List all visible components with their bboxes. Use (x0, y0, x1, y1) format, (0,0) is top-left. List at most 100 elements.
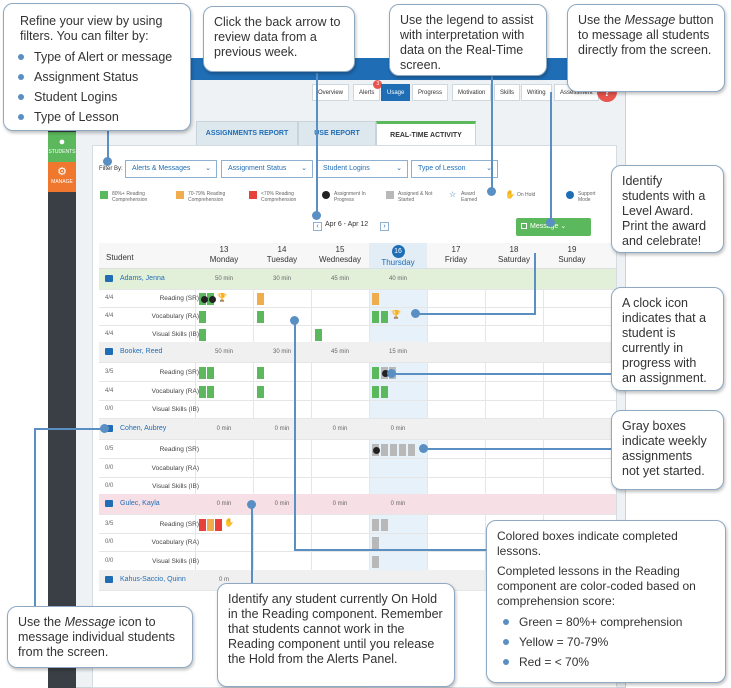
lesson-box[interactable] (199, 367, 206, 379)
tab-use-report[interactable]: USE REPORT (298, 121, 376, 145)
minutes-value: 0 m (218, 577, 229, 583)
lesson-box[interactable] (372, 293, 379, 305)
lesson-box[interactable] (199, 311, 206, 323)
forward-arrow-button[interactable]: › (380, 222, 389, 231)
callout-filter-item: Assignment Status (12, 67, 182, 87)
sidebar-item-manage[interactable]: ⚙ MANAGE (48, 162, 76, 192)
callout-filter-item: Type of Alert or message (12, 47, 182, 67)
callout-filter-item: Student Logins (12, 87, 182, 107)
lesson-box[interactable] (381, 519, 388, 531)
back-arrow-button[interactable]: ‹ (313, 222, 322, 231)
callout-dot (290, 316, 299, 325)
minutes-value: 0 min (216, 426, 232, 432)
student-name-link[interactable]: Kahus-Saccio, Quinn (120, 576, 186, 583)
component-label: Reading (SR) (159, 521, 199, 528)
callout-connector (491, 76, 493, 192)
lesson-box[interactable] (199, 329, 206, 341)
assignment-count: 0/0 (105, 483, 114, 489)
lesson-box[interactable] (381, 386, 388, 398)
nav-overview[interactable]: Overview (312, 84, 350, 101)
lesson-box[interactable] (215, 519, 222, 531)
message-student-icon[interactable] (105, 500, 113, 507)
filter-type-of-lesson[interactable]: Type of Lesson ⌄ (411, 160, 498, 178)
hand-icon: ✋ (505, 190, 515, 199)
lesson-box[interactable] (408, 444, 415, 456)
message-student-icon[interactable] (105, 348, 113, 355)
lesson-box[interactable] (399, 444, 406, 456)
sidebar-item-students[interactable]: ● STUDENTS (48, 132, 76, 162)
student-name-link[interactable]: Cohen, Aubrey (120, 425, 167, 432)
callout-connector (294, 320, 296, 550)
chevron-down-icon: ⌄ (486, 165, 492, 172)
filter-student-logins[interactable]: Student Logins⌄ (316, 160, 408, 178)
nav-writing[interactable]: Writing (521, 84, 552, 101)
nav-progress[interactable]: Progress (412, 84, 449, 101)
minutes-value: 0 min (274, 501, 290, 507)
component-label: Vocabulary (RA) (151, 539, 199, 546)
lesson-box[interactable] (207, 519, 214, 531)
tab-assignments-report[interactable]: ASSIGNMENTS REPORT (196, 121, 298, 145)
lesson-box[interactable] (381, 444, 388, 456)
message-all-button[interactable]: Message ⌄ (516, 218, 591, 236)
lesson-box[interactable] (207, 386, 214, 398)
hand-icon: ✋ (224, 518, 234, 527)
callout-colored-p2: Completed lessons in the Reading compone… (497, 564, 696, 608)
callout-dot (247, 500, 256, 509)
callout-colored-p1: Colored boxes indicate completed lessons… (497, 529, 678, 558)
lesson-box[interactable] (199, 386, 206, 398)
message-button-label: Message (530, 223, 559, 230)
lesson-box[interactable] (372, 311, 379, 323)
message-student-icon[interactable] (105, 425, 113, 432)
nav-skills[interactable]: Skills (494, 84, 521, 101)
day-number: 14 (277, 245, 287, 254)
callout-gray-boxes: Gray boxes indicate weekly assignments n… (611, 410, 724, 490)
tab-real-time-activity[interactable]: REAL-TIME ACTIVITY (376, 121, 476, 145)
lesson-box[interactable] (372, 556, 379, 568)
lesson-box[interactable] (257, 311, 264, 323)
student-name-link[interactable]: Adams, Jenna (120, 275, 165, 282)
lesson-box[interactable] (372, 519, 379, 531)
lesson-box[interactable] (372, 367, 379, 379)
lesson-box[interactable] (372, 386, 379, 398)
filter-lesson-label: Type of Lesson (418, 165, 466, 172)
trophy-icon: ☆ (449, 190, 457, 199)
chevron-down-icon: ⌄ (205, 165, 211, 172)
chevron-down-icon: ⌄ (301, 165, 307, 172)
sidebar-manage-label: MANAGE (51, 179, 73, 185)
filter-logins-label: Student Logins (323, 165, 370, 172)
callout-colored-item: Red = < 70% (497, 652, 715, 672)
minutes-value: 30 min (272, 349, 291, 355)
sidebar: ● STUDENTS ⚙ MANAGE (48, 58, 76, 688)
filter-alerts-messages[interactable]: Alerts & Messages⌄ (125, 160, 217, 178)
lesson-box[interactable] (257, 367, 264, 379)
lesson-box[interactable] (381, 311, 388, 323)
callout-dot (312, 211, 321, 220)
lesson-box[interactable] (390, 444, 397, 456)
lesson-box[interactable] (257, 386, 264, 398)
message-student-icon[interactable] (105, 576, 113, 583)
lesson-box[interactable] (257, 293, 264, 305)
component-label: Reading (SR) (159, 369, 199, 376)
message-student-icon[interactable] (105, 275, 113, 282)
chevron-down-icon: ⌄ (560, 223, 567, 230)
component-label: Visual Skills (IB) (152, 331, 199, 338)
minutes-value: 40 min (388, 276, 407, 282)
lesson-box[interactable] (315, 329, 322, 341)
filter-assignment-status[interactable]: Assignment Status⌄ (221, 160, 313, 178)
assignment-count: 4/4 (105, 295, 114, 301)
callout-dot (100, 424, 109, 433)
nav-usage[interactable]: Usage (381, 84, 411, 101)
student-name-link[interactable]: Gulec, Kayla (120, 500, 160, 507)
lesson-box[interactable] (207, 367, 214, 379)
nav-motivation[interactable]: Motivation (452, 84, 492, 101)
student-name-link[interactable]: Booker, Reed (120, 348, 163, 355)
callout-connector (294, 549, 492, 551)
lesson-box[interactable] (199, 519, 206, 531)
lesson-box[interactable] (372, 537, 379, 549)
callout-connector (251, 505, 253, 585)
minutes-value: 45 min (330, 276, 349, 282)
